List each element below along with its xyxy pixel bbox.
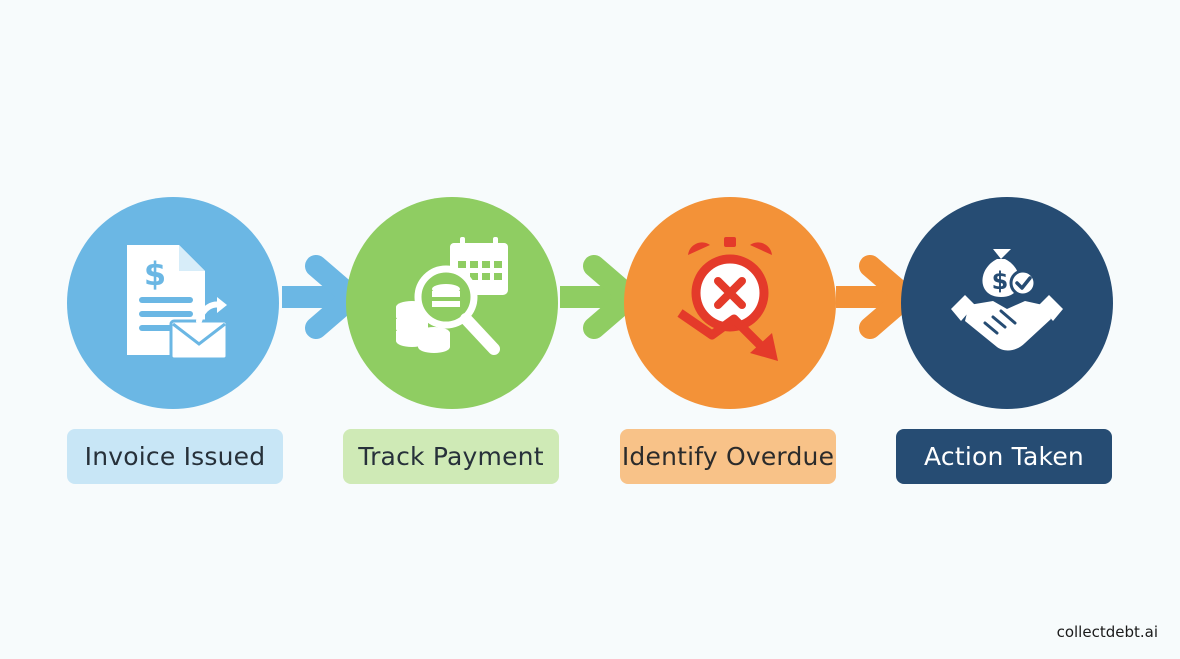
step-label-track-payment: Track Payment bbox=[343, 429, 559, 484]
coins-search-calendar-icon bbox=[396, 237, 508, 355]
step-circle-action-taken: $ bbox=[901, 197, 1113, 409]
invoice-mail-icon: $ bbox=[127, 245, 229, 361]
step-label-identify-overdue: Identify Overdue bbox=[620, 429, 836, 484]
step-circle-invoice-issued: $ bbox=[67, 197, 279, 409]
alarm-clock-downtrend-icon bbox=[677, 237, 778, 361]
step-circle-identify-overdue bbox=[624, 197, 836, 409]
brand-watermark: collectdebt.ai bbox=[1056, 623, 1158, 641]
svg-text:$: $ bbox=[144, 255, 166, 293]
step-label-invoice-issued: Invoice Issued bbox=[67, 429, 283, 484]
handshake-moneybag-icon: $ bbox=[951, 249, 1063, 351]
step-circle-track-payment bbox=[346, 197, 558, 409]
step-label-action-taken: Action Taken bbox=[896, 429, 1112, 484]
svg-text:$: $ bbox=[992, 267, 1009, 295]
